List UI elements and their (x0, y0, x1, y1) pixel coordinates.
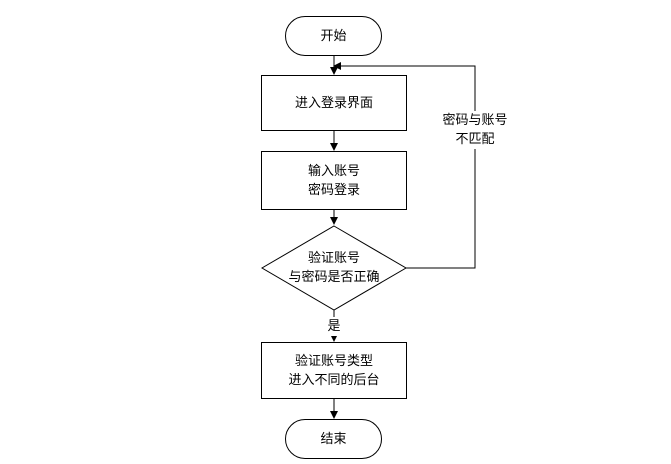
login-page-label: 进入登录界面 (294, 95, 373, 111)
mismatch-label-line2: 不匹配 (455, 132, 495, 147)
login-page-node: 进入登录界面 (261, 75, 407, 131)
edge-mismatch-loop (333, 62, 476, 269)
mismatch-edge-label: 密码与账号 不匹配 (436, 111, 514, 149)
end-node: 结束 (285, 419, 382, 459)
start-node: 开始 (285, 16, 382, 56)
dispatch-label-line2: 进入不同的后台 (288, 372, 380, 388)
verify-decision-text: 验证账号 与密码是否正确 (262, 249, 406, 287)
yes-edge-label: 是 (324, 317, 344, 336)
start-label: 开始 (320, 28, 347, 44)
mismatch-label-line1: 密码与账号 (442, 113, 508, 128)
input-label-line1: 输入账号 (307, 163, 360, 179)
verify-label-line2: 与密码是否正确 (288, 270, 380, 285)
dispatch-label-line1: 验证账号类型 (294, 353, 373, 369)
verify-label-line1: 验证账号 (307, 251, 360, 266)
input-label-line2: 密码登录 (307, 182, 360, 198)
end-label: 结束 (320, 431, 347, 447)
dispatch-backend-node: 验证账号类型 进入不同的后台 (261, 342, 407, 399)
yes-label: 是 (327, 319, 341, 334)
input-credentials-node: 输入账号 密码登录 (261, 151, 407, 210)
